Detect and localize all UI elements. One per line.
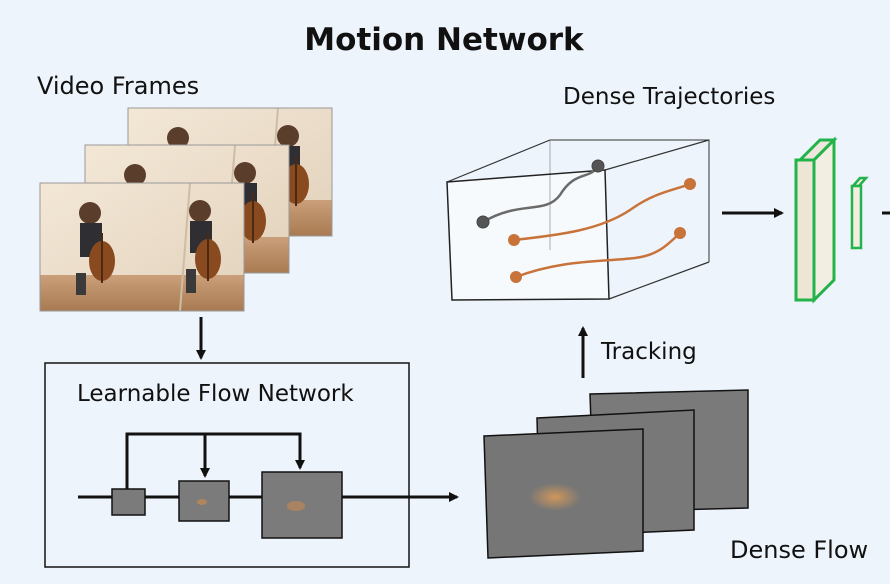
dense-flow-stack — [483, 389, 749, 559]
video-frames-stack — [39, 107, 333, 312]
trajectory-cube — [446, 139, 710, 301]
network-layer-small — [111, 488, 146, 516]
flow-network-graph — [78, 432, 459, 539]
trajectory-orange-bottom — [515, 232, 681, 279]
video-frames-label: Video Frames — [37, 72, 199, 100]
output-layer-large — [794, 158, 816, 302]
skip-connection — [125, 432, 305, 489]
trajectory-orange-top — [513, 182, 691, 242]
diagram-title: Motion Network — [304, 22, 585, 58]
output-layers — [794, 136, 890, 304]
trajectory-gray — [482, 165, 600, 224]
flow-network-box — [44, 362, 410, 568]
output-layer-small — [850, 184, 863, 250]
cube-front-face — [447, 170, 609, 300]
flow-network-label: Learnable Flow Network — [77, 381, 354, 407]
tracking-label: Tracking — [600, 339, 697, 365]
dense-trajectories-label: Dense Trajectories — [563, 84, 775, 110]
dense-flow-label: Dense Flow — [730, 536, 868, 564]
video-frame-front — [39, 182, 245, 312]
